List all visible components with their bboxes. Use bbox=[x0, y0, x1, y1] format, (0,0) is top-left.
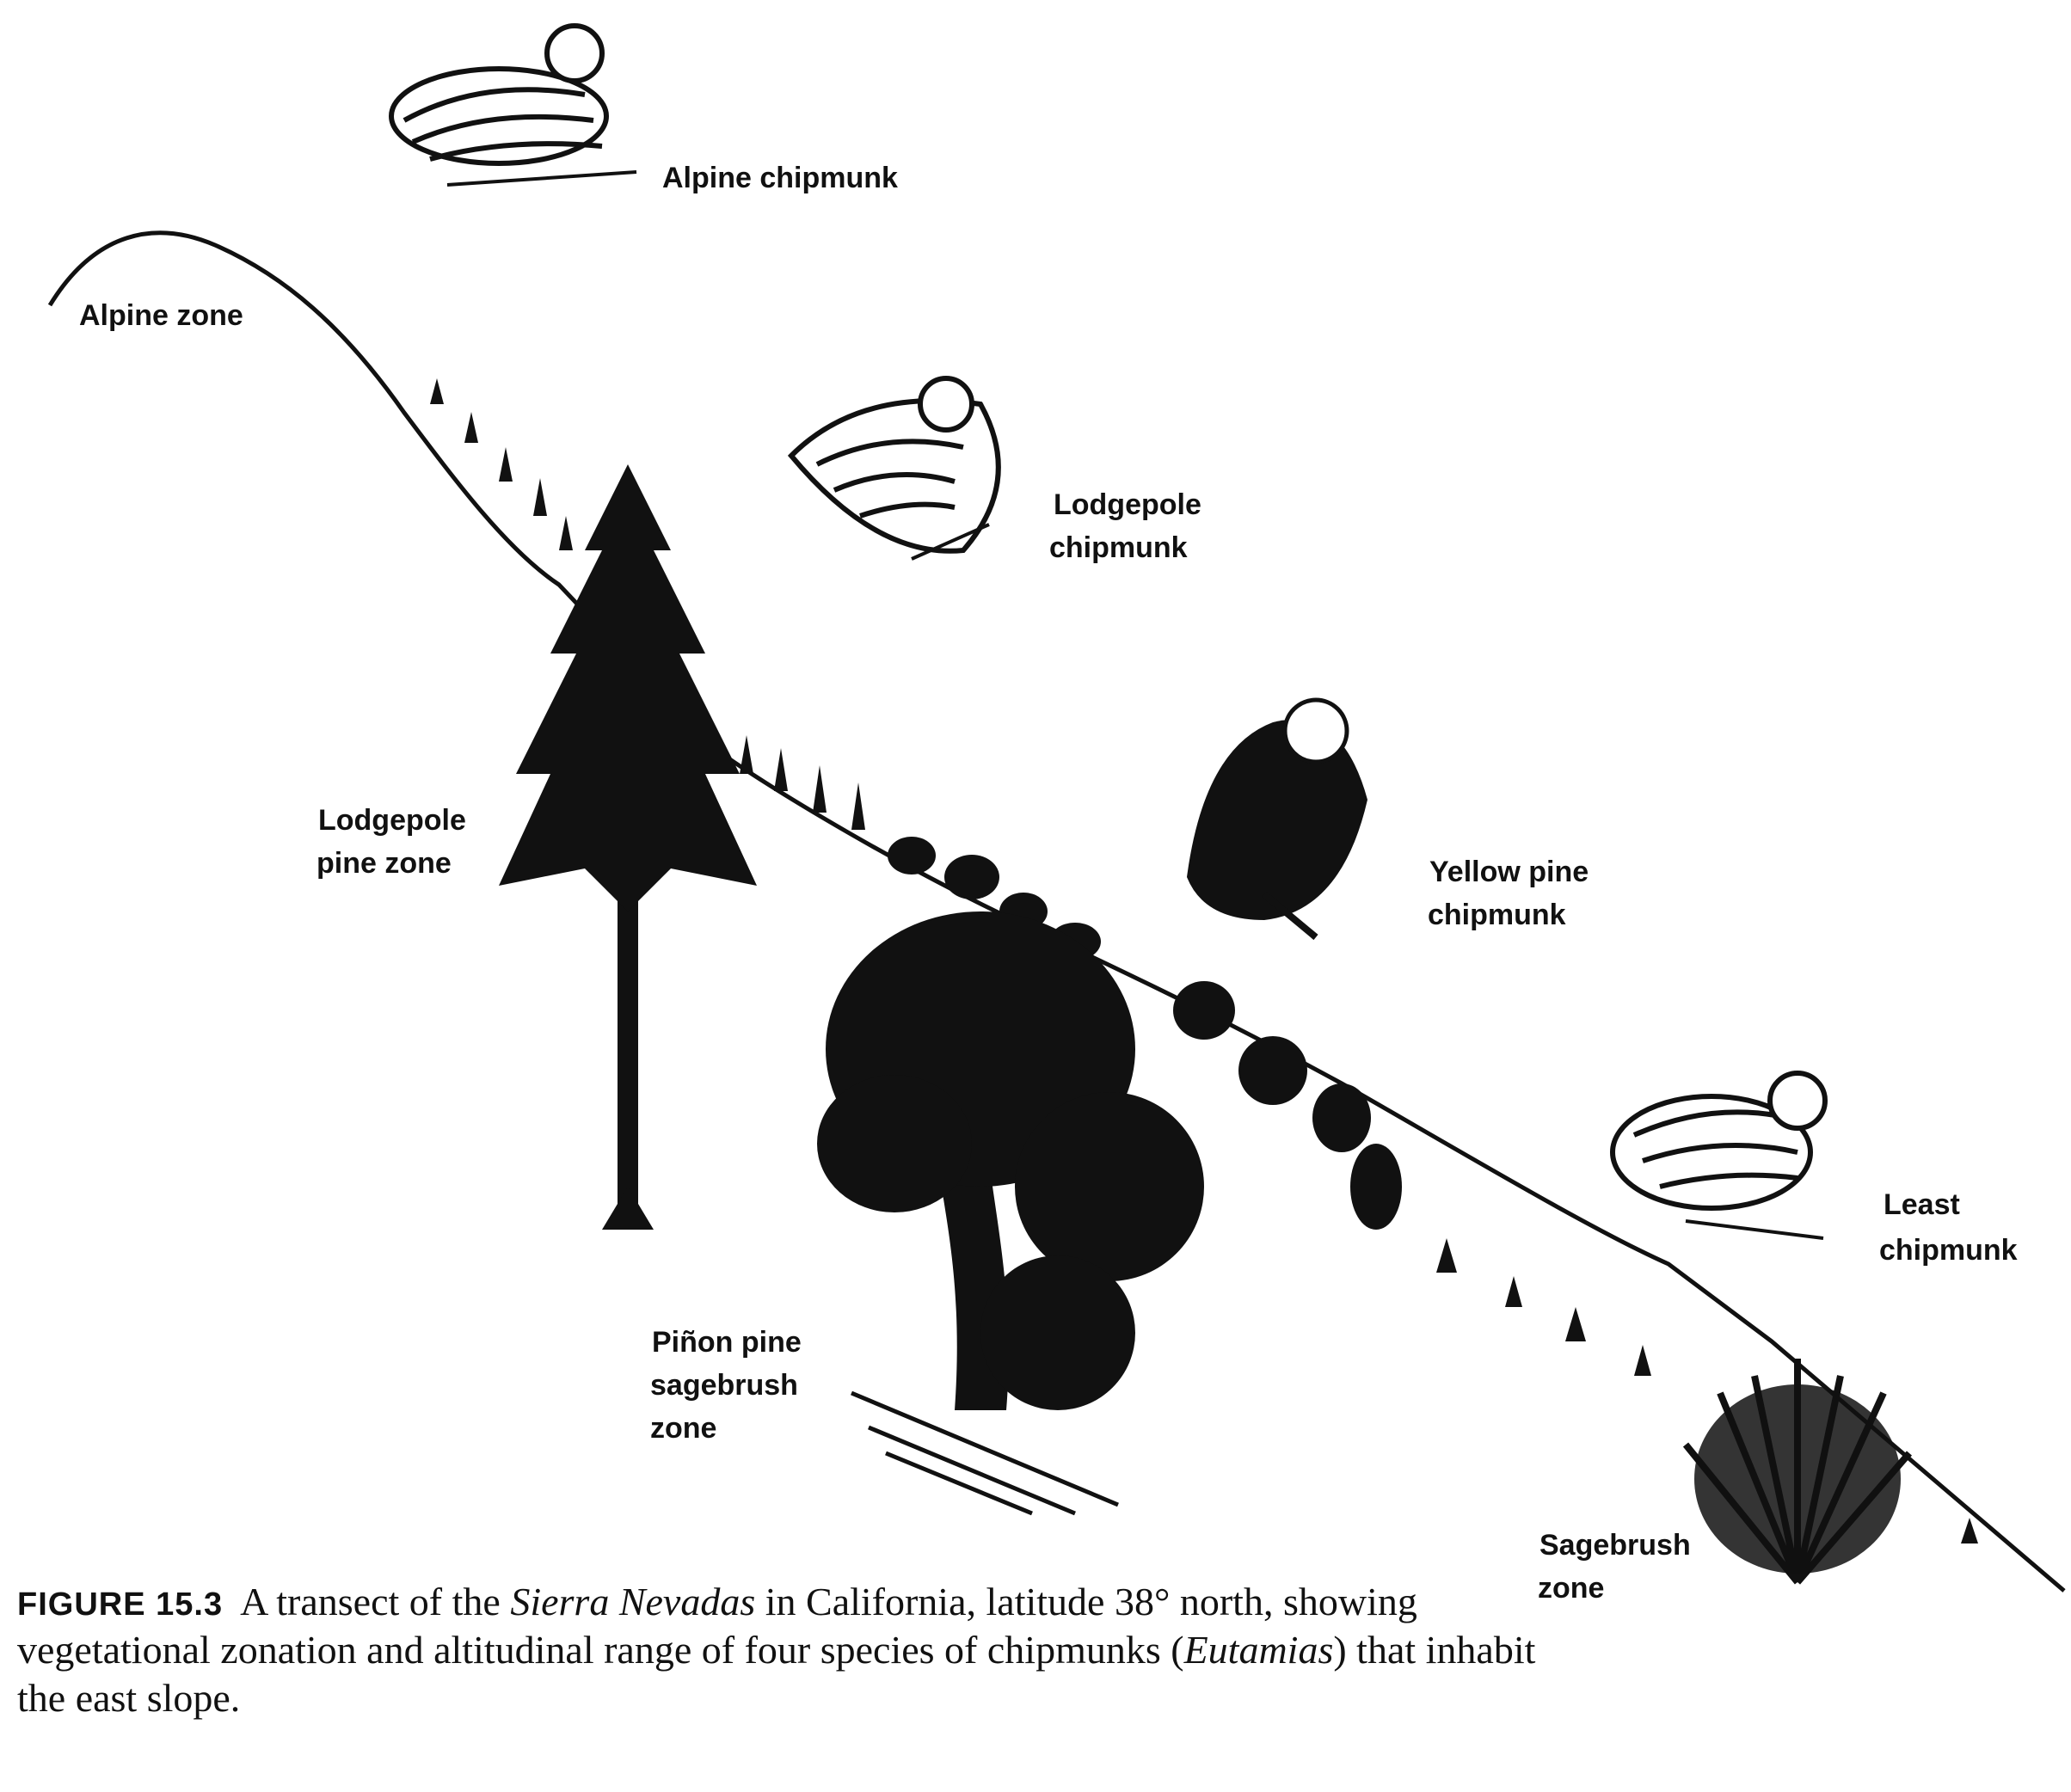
yellow-pine-chipmunk-illustration bbox=[1187, 697, 1367, 941]
caption-text-2: in California, latitude 38° north, showi… bbox=[17, 1580, 1417, 1672]
pinon-zone-label-3: zone bbox=[650, 1412, 716, 1445]
sagebrush-zone-label-2: zone bbox=[1538, 1572, 1604, 1605]
sagebrush-foliage bbox=[1694, 1384, 1901, 1574]
lodgepole-pine-tree bbox=[499, 464, 757, 1230]
pinon-pine-tree bbox=[817, 911, 1204, 1516]
alpine-chipmunk-illustration bbox=[389, 23, 637, 187]
yellow-pine-chipmunk-label-2: chipmunk bbox=[1428, 899, 1566, 931]
alpine-zone-label: Alpine zone bbox=[79, 299, 243, 332]
figure-number: FIGURE 15.3 bbox=[17, 1586, 224, 1623]
sagebrush-zone-label-1: Sagebrush bbox=[1539, 1529, 1691, 1562]
lodgepole-chipmunk-illustration bbox=[787, 376, 1001, 561]
least-chipmunk-illustration bbox=[1610, 1071, 1828, 1240]
lodgepole-chipmunk-label-1: Lodgepole bbox=[1054, 488, 1201, 521]
caption-text-1: A transect of the bbox=[240, 1580, 511, 1623]
yellow-pine-chipmunk-label-1: Yellow pine bbox=[1429, 856, 1589, 888]
pinon-zone-label-1: Piñon pine bbox=[652, 1326, 802, 1359]
pinon-zone-label-2: sagebrush bbox=[650, 1369, 798, 1402]
lodgepole-chipmunk-label-2: chipmunk bbox=[1049, 531, 1188, 564]
lodgepole-zone-label-1: Lodgepole bbox=[318, 804, 466, 837]
least-chipmunk-label-2: chipmunk bbox=[1879, 1234, 2018, 1267]
caption-italic-1: Sierra Nevadas bbox=[510, 1580, 756, 1623]
caption-italic-2: Eutamias bbox=[1183, 1628, 1334, 1672]
least-chipmunk-label-1: Least bbox=[1884, 1188, 1960, 1221]
lodgepole-zone-label-2: pine zone bbox=[316, 847, 452, 880]
figure-caption: FIGURE 15.3 A transect of the Sierra Neva… bbox=[17, 1578, 1591, 1722]
mountain-slope bbox=[47, 230, 2066, 1593]
slope-shrubs bbox=[430, 378, 1978, 1543]
caption-text-3: ) that inhabit the east slope. bbox=[17, 1628, 1536, 1721]
alpine-chipmunk-label: Alpine chipmunk bbox=[662, 162, 898, 194]
